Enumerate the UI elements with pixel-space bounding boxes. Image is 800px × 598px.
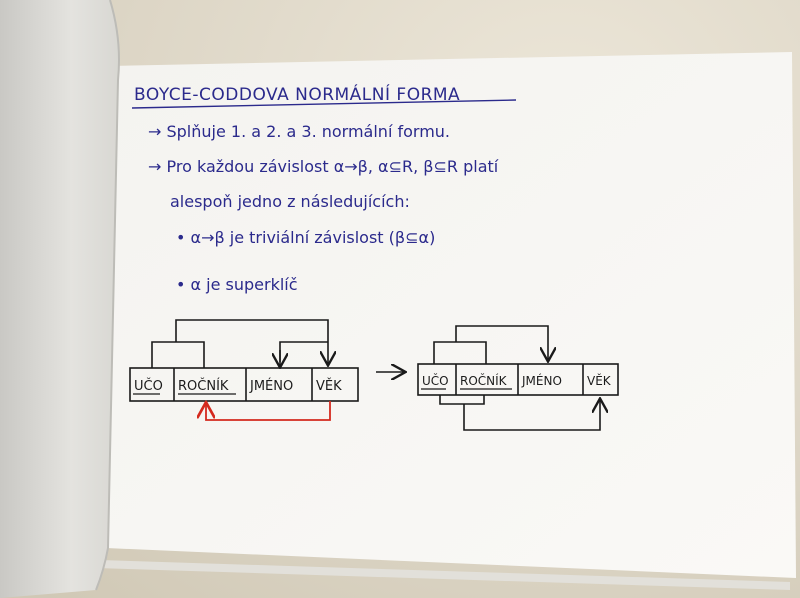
right-page [106,52,796,578]
fd-arrow-key-jmeno-right [455,325,548,360]
attr-vek-left: VĚK [316,378,342,394]
left-page [0,0,119,598]
page-title: BOYCE-CODDOVA NORMÁLNÍ FORMA [134,83,460,105]
page-stack-edge [96,560,790,590]
line-2: → Pro každou závislost α→β, α⊆R, β⊆R pla… [148,157,499,176]
attr-jmeno-right: JMÉNO [521,373,562,388]
line-3: alespoň jedno z následujících: [170,192,410,211]
relation-box-left [129,367,359,402]
title-underline [131,99,517,109]
attr-jmeno-left: JMÉNO [249,378,293,394]
diagram-right: UČO ROČNÍK JMÉNO VĚK [417,325,619,431]
bullet-1: • α→β je triviální závislost (β⊆α) [176,228,435,247]
attr-rocnik-right: ROČNÍK [460,373,508,388]
attr-rocnik-left: ROČNÍK [178,378,229,394]
attr-uco-left: UČO [134,378,163,394]
fd-arrow-below-right [463,400,600,431]
key-bracket-left [151,341,205,368]
attr-uco-right: UČO [422,373,449,388]
key-bracket-right [433,341,487,364]
bullet-2: • α je superklíč [176,275,298,294]
line-1: → Splňuje 1. a 2. a 3. normální formu. [148,122,450,141]
attr-vek-right: VĚK [587,373,612,388]
fd-arrow-key-vek [175,319,328,364]
red-fd-arrow-vek-rocnik [206,401,331,421]
binding-edge [95,0,120,591]
diagram-left: UČO ROČNÍK JMÉNO VĚK [129,319,359,421]
bracket-below-right [439,395,485,405]
